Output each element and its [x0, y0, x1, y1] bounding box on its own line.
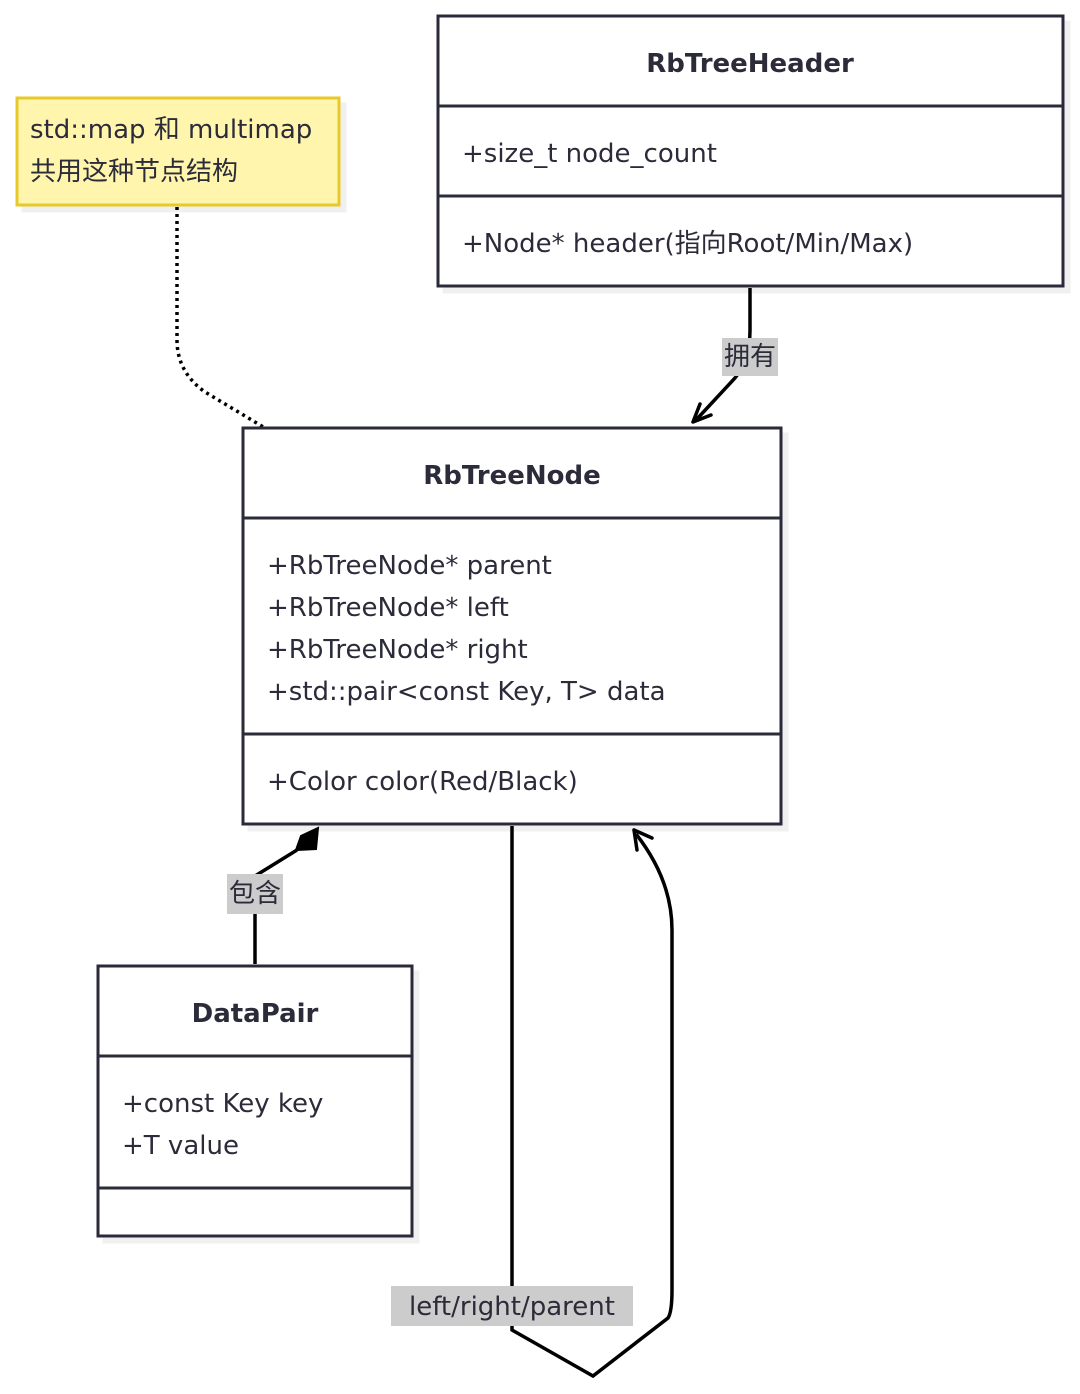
class-datapair: DataPair +const Key key +T value	[96, 964, 414, 1238]
class-name-datapair: DataPair	[192, 999, 319, 1029]
node-method-color: +Color color(Red/Black)	[267, 767, 578, 797]
note-connector	[175, 207, 266, 430]
note-line-2: 共用这种节点结构	[30, 157, 238, 187]
edge-label-self: left/right/parent	[409, 1292, 615, 1322]
note-line-1: std::map 和 multimap	[30, 115, 312, 145]
node-attr-right: +RbTreeNode* right	[267, 635, 528, 665]
datapair-attr-key: +const Key key	[122, 1089, 323, 1119]
class-name-rbtreenode: RbTreeNode	[423, 461, 600, 491]
edge-contains: 包含	[227, 826, 320, 964]
edge-self-reference: left/right/parent	[391, 826, 674, 1379]
class-rbtreenode: RbTreeNode +RbTreeNode* parent +RbTreeNo…	[241, 426, 783, 826]
edge-owns: 拥有	[691, 288, 778, 424]
datapair-attr-value: +T value	[122, 1131, 239, 1161]
node-attr-left: +RbTreeNode* left	[267, 593, 509, 623]
class-rbtreeheader: RbTreeHeader +size_t node_count +Node* h…	[436, 14, 1065, 288]
header-method-header: +Node* header(指向Root/Min/Max)	[462, 229, 913, 259]
header-attr-node-count: +size_t node_count	[462, 139, 717, 169]
edge-label-owns: 拥有	[724, 342, 776, 372]
note-box: std::map 和 multimap 共用这种节点结构	[15, 96, 341, 207]
edge-label-contains: 包含	[229, 879, 281, 909]
node-attr-parent: +RbTreeNode* parent	[267, 551, 552, 581]
class-name-rbtreeheader: RbTreeHeader	[646, 49, 854, 79]
node-attr-data: +std::pair<const Key, T> data	[267, 677, 666, 707]
composition-diamond	[294, 826, 320, 852]
